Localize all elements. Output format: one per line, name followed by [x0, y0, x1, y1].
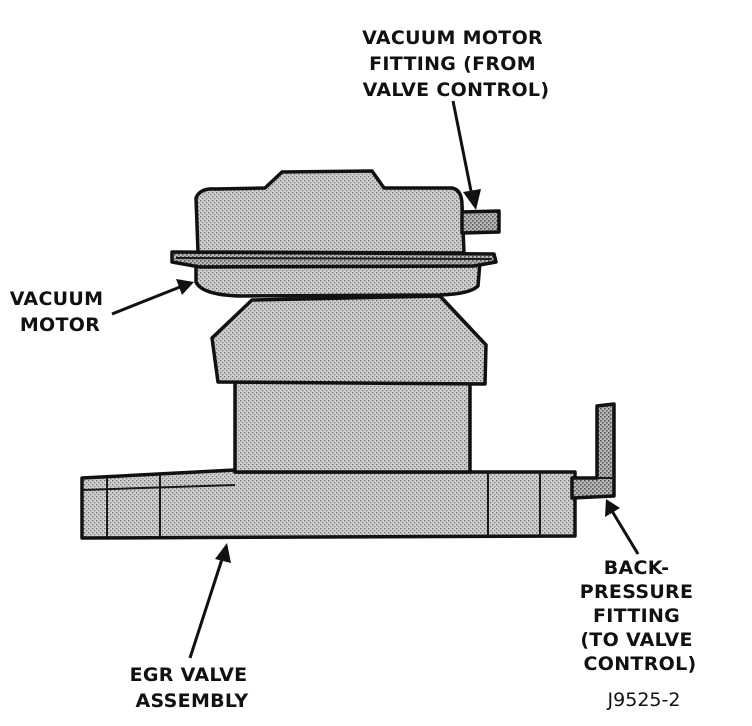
label-vacuum-motor: VACUUM MOTOR [10, 288, 111, 336]
lower-valve-body [233, 380, 472, 474]
leader-back-pressure-fitting [605, 499, 640, 555]
back-pressure-fitting [570, 402, 616, 500]
figure-id: J9525-2 [607, 689, 681, 711]
label-vacuum-motor-fitting: VACUUM MOTOR FITTING (FROM VALVE CONTROL… [362, 27, 550, 101]
vacuum-motor-fitting [460, 209, 501, 235]
leader-egr-valve-assembly [188, 543, 231, 659]
leader-vacuum-motor [111, 279, 194, 316]
vacuum-motor-housing [170, 169, 498, 298]
leader-vacuum-motor-fitting [451, 100, 481, 210]
label-egr-valve-assembly: EGR VALVE ASSEMBLY [130, 664, 255, 712]
label-back-pressure-fitting: BACK- PRESSURE FITTING (TO VALVE CONTROL… [580, 557, 700, 675]
egr-valve-base-flange [80, 468, 577, 540]
hexagonal-middle-section [210, 294, 488, 386]
